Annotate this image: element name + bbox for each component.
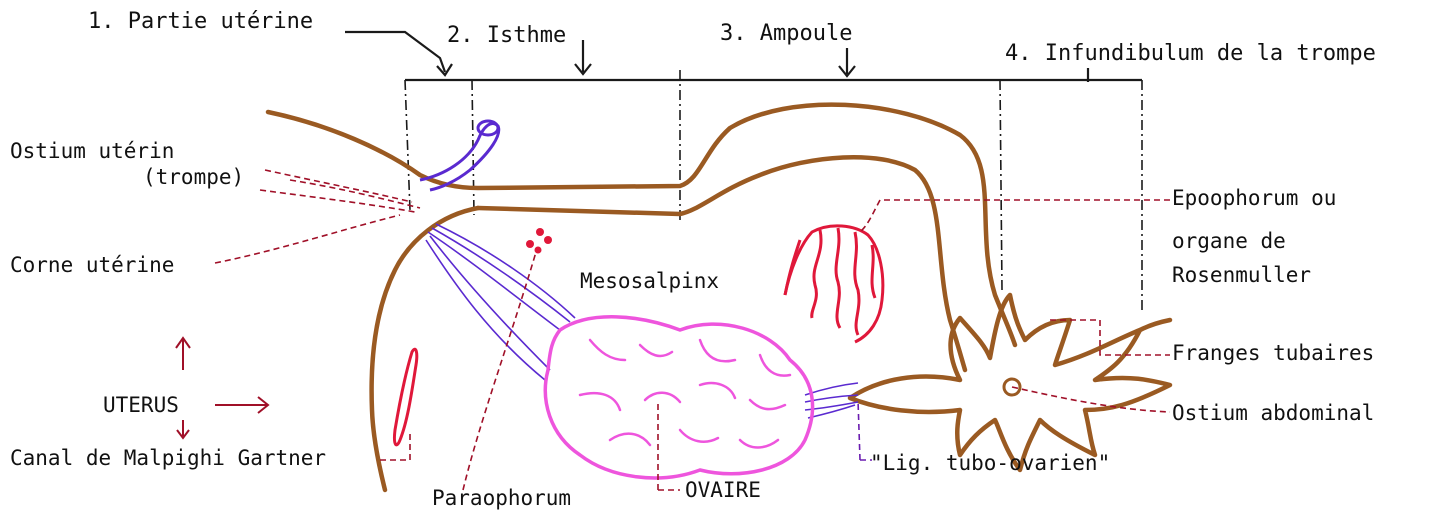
label-ovaire: OVAIRE (685, 478, 761, 502)
label-paraophorum: Paraophorum (432, 486, 571, 510)
epoophorum-structure (785, 226, 883, 342)
gartner-canal (394, 349, 416, 445)
label-lig-tubo-ovarien: "Lig. tubo-ovarien" (870, 451, 1110, 475)
label-uterus: UTERUS (103, 393, 179, 417)
leader-lines (215, 170, 1170, 490)
label-canal-gartner: Canal de Malpighi Gartner (10, 446, 326, 470)
paraophorum-dots (526, 228, 552, 254)
label-mesosalpinx: Mesosalpinx (580, 269, 719, 293)
segment-bracket (345, 32, 1142, 310)
ovary (545, 317, 812, 478)
segment-ampoule: 3. Ampoule (720, 21, 852, 46)
label-ostium-abdominal: Ostium abdominal (1172, 401, 1374, 425)
label-ostium-uterin: Ostium utérin (10, 139, 174, 163)
label-rosenmuller: Rosenmuller (1172, 263, 1311, 287)
segment-partie-uterine: 1. Partie utérine (88, 9, 313, 34)
label-corne-uterine: Corne utérine (10, 253, 174, 277)
label-organe-de: organe de (1172, 229, 1286, 253)
segment-infundibulum: 4. Infundibulum de la trompe (1005, 41, 1376, 66)
label-epoophorum: Epoophorum ou (1172, 186, 1336, 210)
label-ostium-uterin-sub: (trompe) (143, 165, 244, 189)
uterus-arrows (176, 338, 268, 438)
label-franges-tubaires: Franges tubaires (1172, 341, 1374, 365)
segment-isthme: 2. Isthme (447, 23, 566, 48)
